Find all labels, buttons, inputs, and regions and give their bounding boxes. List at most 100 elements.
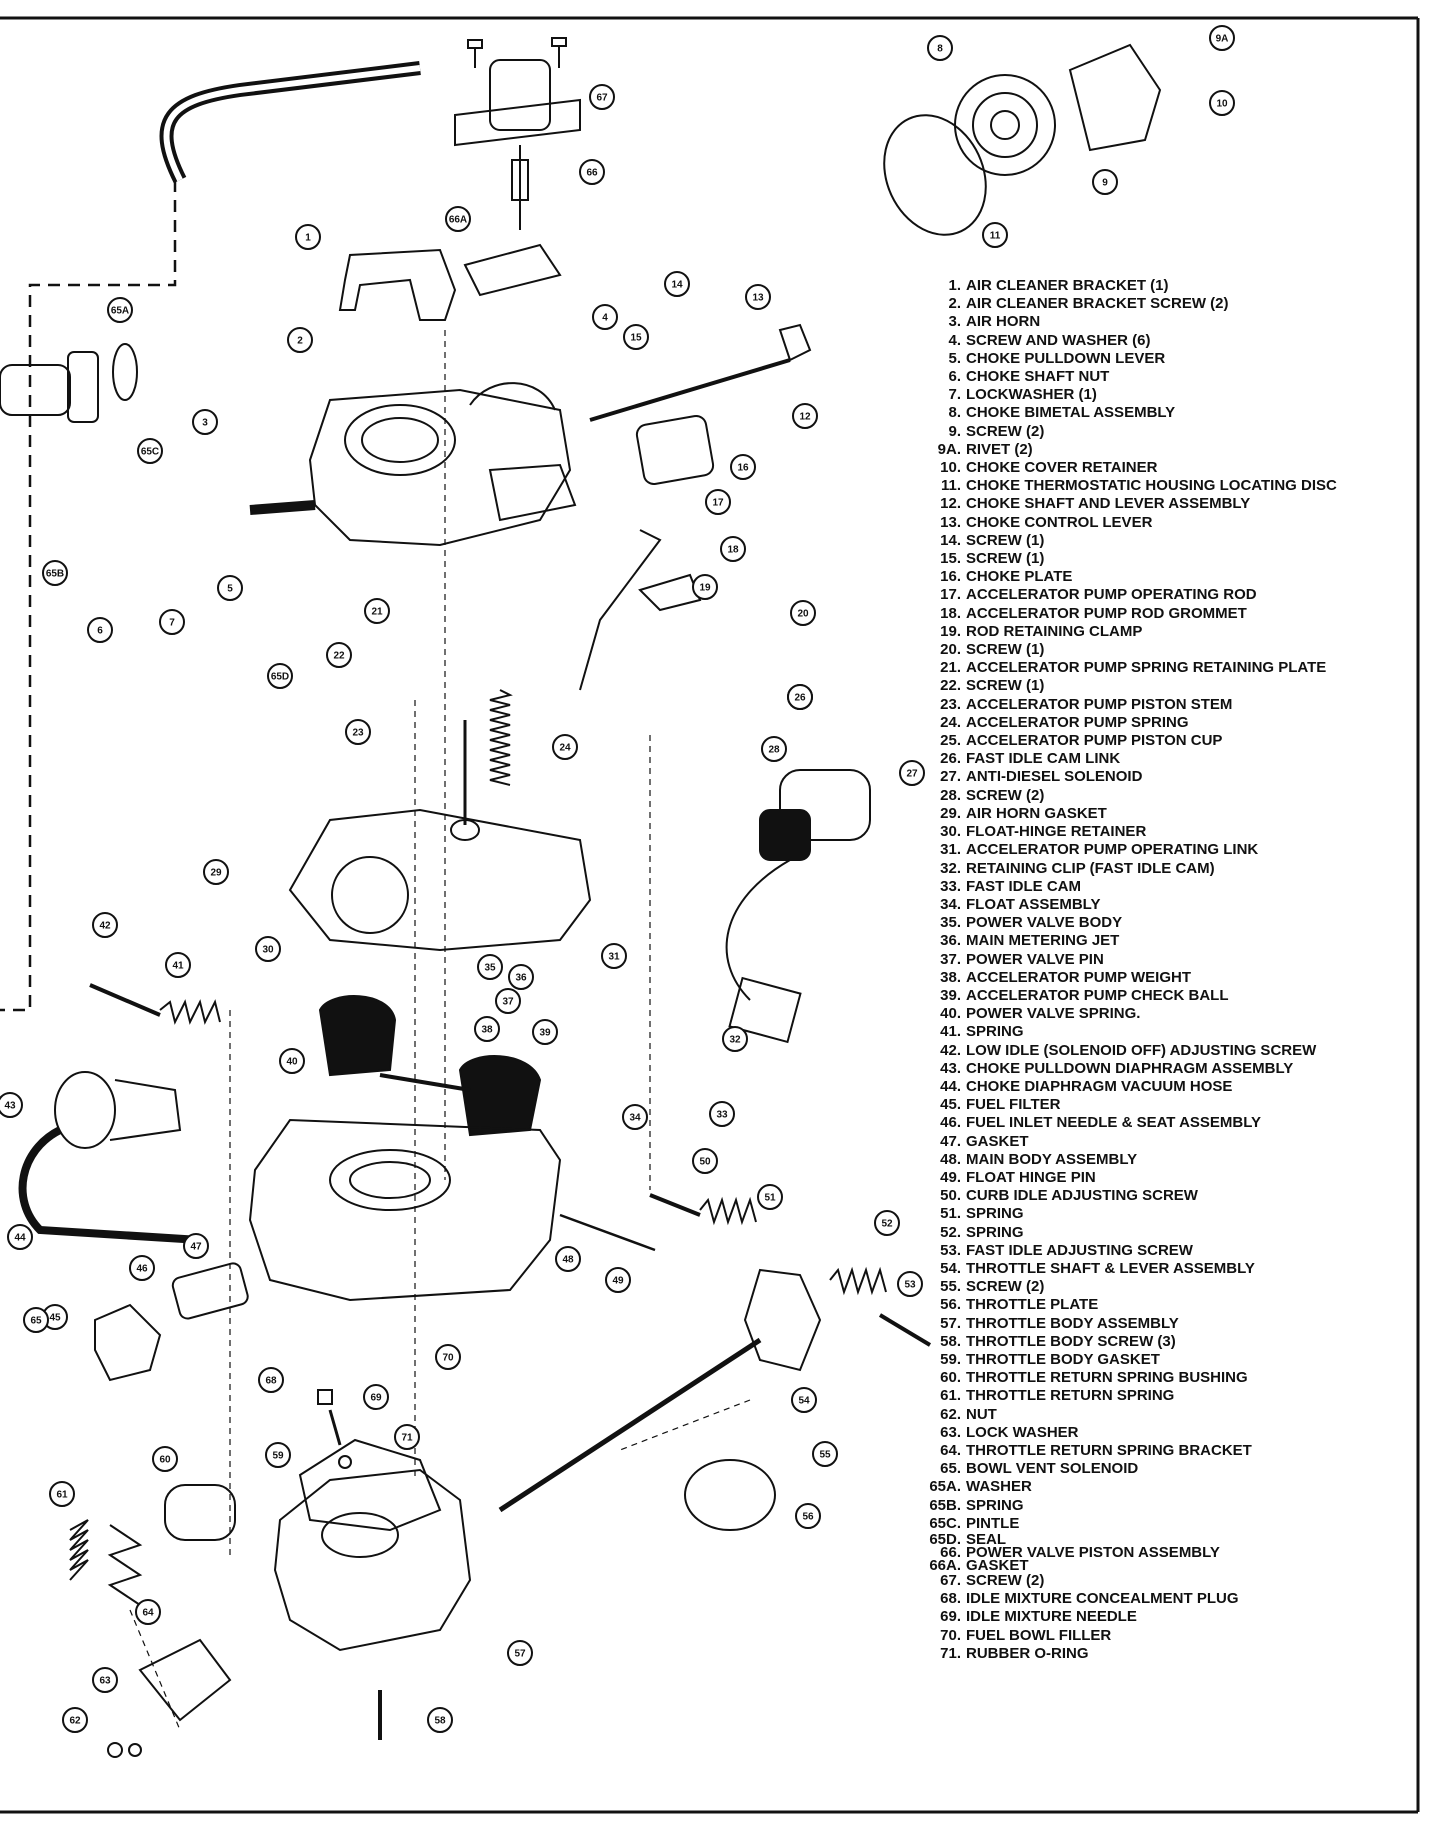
callout-circle <box>622 1104 648 1130</box>
legend-item-number: 60. <box>940 1369 961 1387</box>
legend-item-label: LOCKWASHER (1) <box>966 386 1097 404</box>
callout-55: 55 <box>812 1441 838 1467</box>
legend-item-label: FLOAT-HINGE RETAINER <box>966 823 1147 841</box>
callout-label: 57 <box>514 1649 526 1660</box>
callout-label: 66 <box>586 168 598 179</box>
callout-circle <box>192 409 218 435</box>
callout-label: 51 <box>764 1193 776 1204</box>
callout-circle <box>49 1481 75 1507</box>
callout-label: 30 <box>262 945 274 956</box>
callout-circle <box>363 1384 389 1410</box>
callout-54: 54 <box>791 1387 817 1413</box>
legend-item: 26.FAST IDLE CAM LINK <box>925 750 1395 768</box>
legend-item-label: THROTTLE RETURN SPRING BUSHING <box>966 1369 1248 1387</box>
legend-item-number: 58. <box>940 1332 961 1350</box>
legend-item-label: PINTLE <box>966 1514 1020 1532</box>
callout-circle <box>552 734 578 760</box>
idle-mixture-needle-69 <box>328 1409 342 1446</box>
callout-28: 28 <box>761 736 787 762</box>
legend-item: 40. POWER VALVE SPRING. <box>925 1005 1395 1023</box>
callout-circle <box>137 438 163 464</box>
legend-item-label: MAIN METERING JET <box>966 932 1120 950</box>
throttle-body-gasket-59 <box>298 1438 442 1532</box>
callout-label: 65C <box>141 447 159 458</box>
callout-65b: 65B <box>42 560 68 586</box>
callout-circle <box>1209 25 1235 51</box>
legend-item-label: IDLE MIXTURE CONCEALMENT PLUG <box>966 1590 1239 1608</box>
callout-label: 55 <box>819 1450 831 1461</box>
callout-circle <box>790 600 816 626</box>
legend-item-number: 17. <box>940 586 961 604</box>
callout-label: 49 <box>612 1276 624 1287</box>
callout-label: 47 <box>190 1242 202 1253</box>
callout-circle <box>345 719 371 745</box>
callout-label: 63 <box>99 1676 111 1687</box>
legend-item-label: POWER VALVE PISTON ASSEMBLY <box>966 1544 1220 1562</box>
choke-shaft-12 <box>589 358 791 422</box>
callout-circle <box>623 324 649 350</box>
callout-label: 18 <box>727 545 739 556</box>
callout-31: 31 <box>601 943 627 969</box>
legend-item-number: 34. <box>940 895 961 913</box>
callout-15: 15 <box>623 324 649 350</box>
callout-19: 19 <box>692 574 718 600</box>
legend-item: 19.ROD RETAINING CLAMP <box>925 623 1395 641</box>
callout-label: 64 <box>142 1608 154 1619</box>
callout-9: 9 <box>1092 169 1118 195</box>
legend-item: 71.RUBBER O-RING <box>925 1645 1395 1663</box>
callout-61: 61 <box>49 1481 75 1507</box>
legend-item: 9A.RIVET (2) <box>925 441 1395 459</box>
throttle-shaft-54 <box>498 1337 762 1513</box>
legend-item: 3.AIR HORN <box>925 313 1395 331</box>
callout-circle <box>165 952 191 978</box>
legend-item: 18.ACCELERATOR PUMP ROD GROMMET <box>925 605 1395 623</box>
callout-label: 6 <box>97 626 103 637</box>
callout-label: 65D <box>271 672 289 683</box>
legend-item: 55.SCREW (2) <box>925 1278 1395 1296</box>
legend-item: 30.FLOAT-HINGE RETAINER <box>925 823 1395 841</box>
callout-circle <box>1209 90 1235 116</box>
legend-item-label: ACCELERATOR PUMP ROD GROMMET <box>966 604 1247 622</box>
legend-item-label: GASKET <box>966 1132 1029 1150</box>
callout-60: 60 <box>152 1446 178 1472</box>
lock-washer-63 <box>128 1743 142 1757</box>
callout-39: 39 <box>532 1019 558 1045</box>
callout-label: 34 <box>629 1113 641 1124</box>
legend-item-label: MAIN BODY ASSEMBLY <box>966 1150 1138 1168</box>
callout-circle <box>152 1446 178 1472</box>
legend-item-number: 38. <box>940 968 961 986</box>
legend-item-label: CHOKE DIAPHRAGM VACUUM HOSE <box>966 1077 1233 1095</box>
accel-pump-rod-17 <box>579 529 662 691</box>
callout-50: 50 <box>692 1148 718 1174</box>
legend-item-label: CHOKE PLATE <box>966 568 1073 586</box>
callout-label: 31 <box>608 952 620 963</box>
legend-item: 2.AIR CLEANER BRACKET SCREW (2) <box>925 295 1395 313</box>
legend-item-number: 56. <box>940 1296 961 1314</box>
callout-42: 42 <box>92 912 118 938</box>
legend-item-label: THROTTLE SHAFT & LEVER ASSEMBLY <box>966 1259 1255 1277</box>
nut-62 <box>107 1742 123 1758</box>
legend-item-number: 40. <box>940 1005 961 1023</box>
callout-label: 11 <box>990 231 1001 242</box>
legend-item-label: POWER VALVE SPRING. <box>966 1005 1141 1023</box>
legend-item-label: SCREW (2) <box>966 1572 1045 1590</box>
callout-circle <box>692 574 718 600</box>
legend-item-number: 14. <box>940 531 961 549</box>
float-hinge-pin-49 <box>559 1213 656 1252</box>
callout-65d: 65D <box>267 663 293 689</box>
callout-circle <box>135 1599 161 1625</box>
legend-item-label: THROTTLE BODY SCREW (3) <box>966 1332 1176 1350</box>
callout-label: 65 <box>30 1316 42 1327</box>
callout-8: 8 <box>927 35 953 61</box>
legend-item: 70.FUEL BOWL FILLER <box>925 1627 1395 1645</box>
callout-6: 6 <box>87 617 113 643</box>
legend-item: 62.NUT <box>925 1406 1395 1424</box>
legend-item: 11.CHOKE THERMOSTATIC HOUSING LOCATING D… <box>925 477 1395 495</box>
callout-label: 4 <box>602 313 608 324</box>
legend-item: 1.AIR CLEANER BRACKET (1) <box>925 277 1395 295</box>
legend-item: 10.CHOKE COVER RETAINER <box>925 459 1395 477</box>
callout-circle <box>982 222 1008 248</box>
legend-item-label: SPRING <box>966 1205 1024 1223</box>
legend-item-number: 41. <box>940 1023 961 1041</box>
callout-38: 38 <box>474 1016 500 1042</box>
